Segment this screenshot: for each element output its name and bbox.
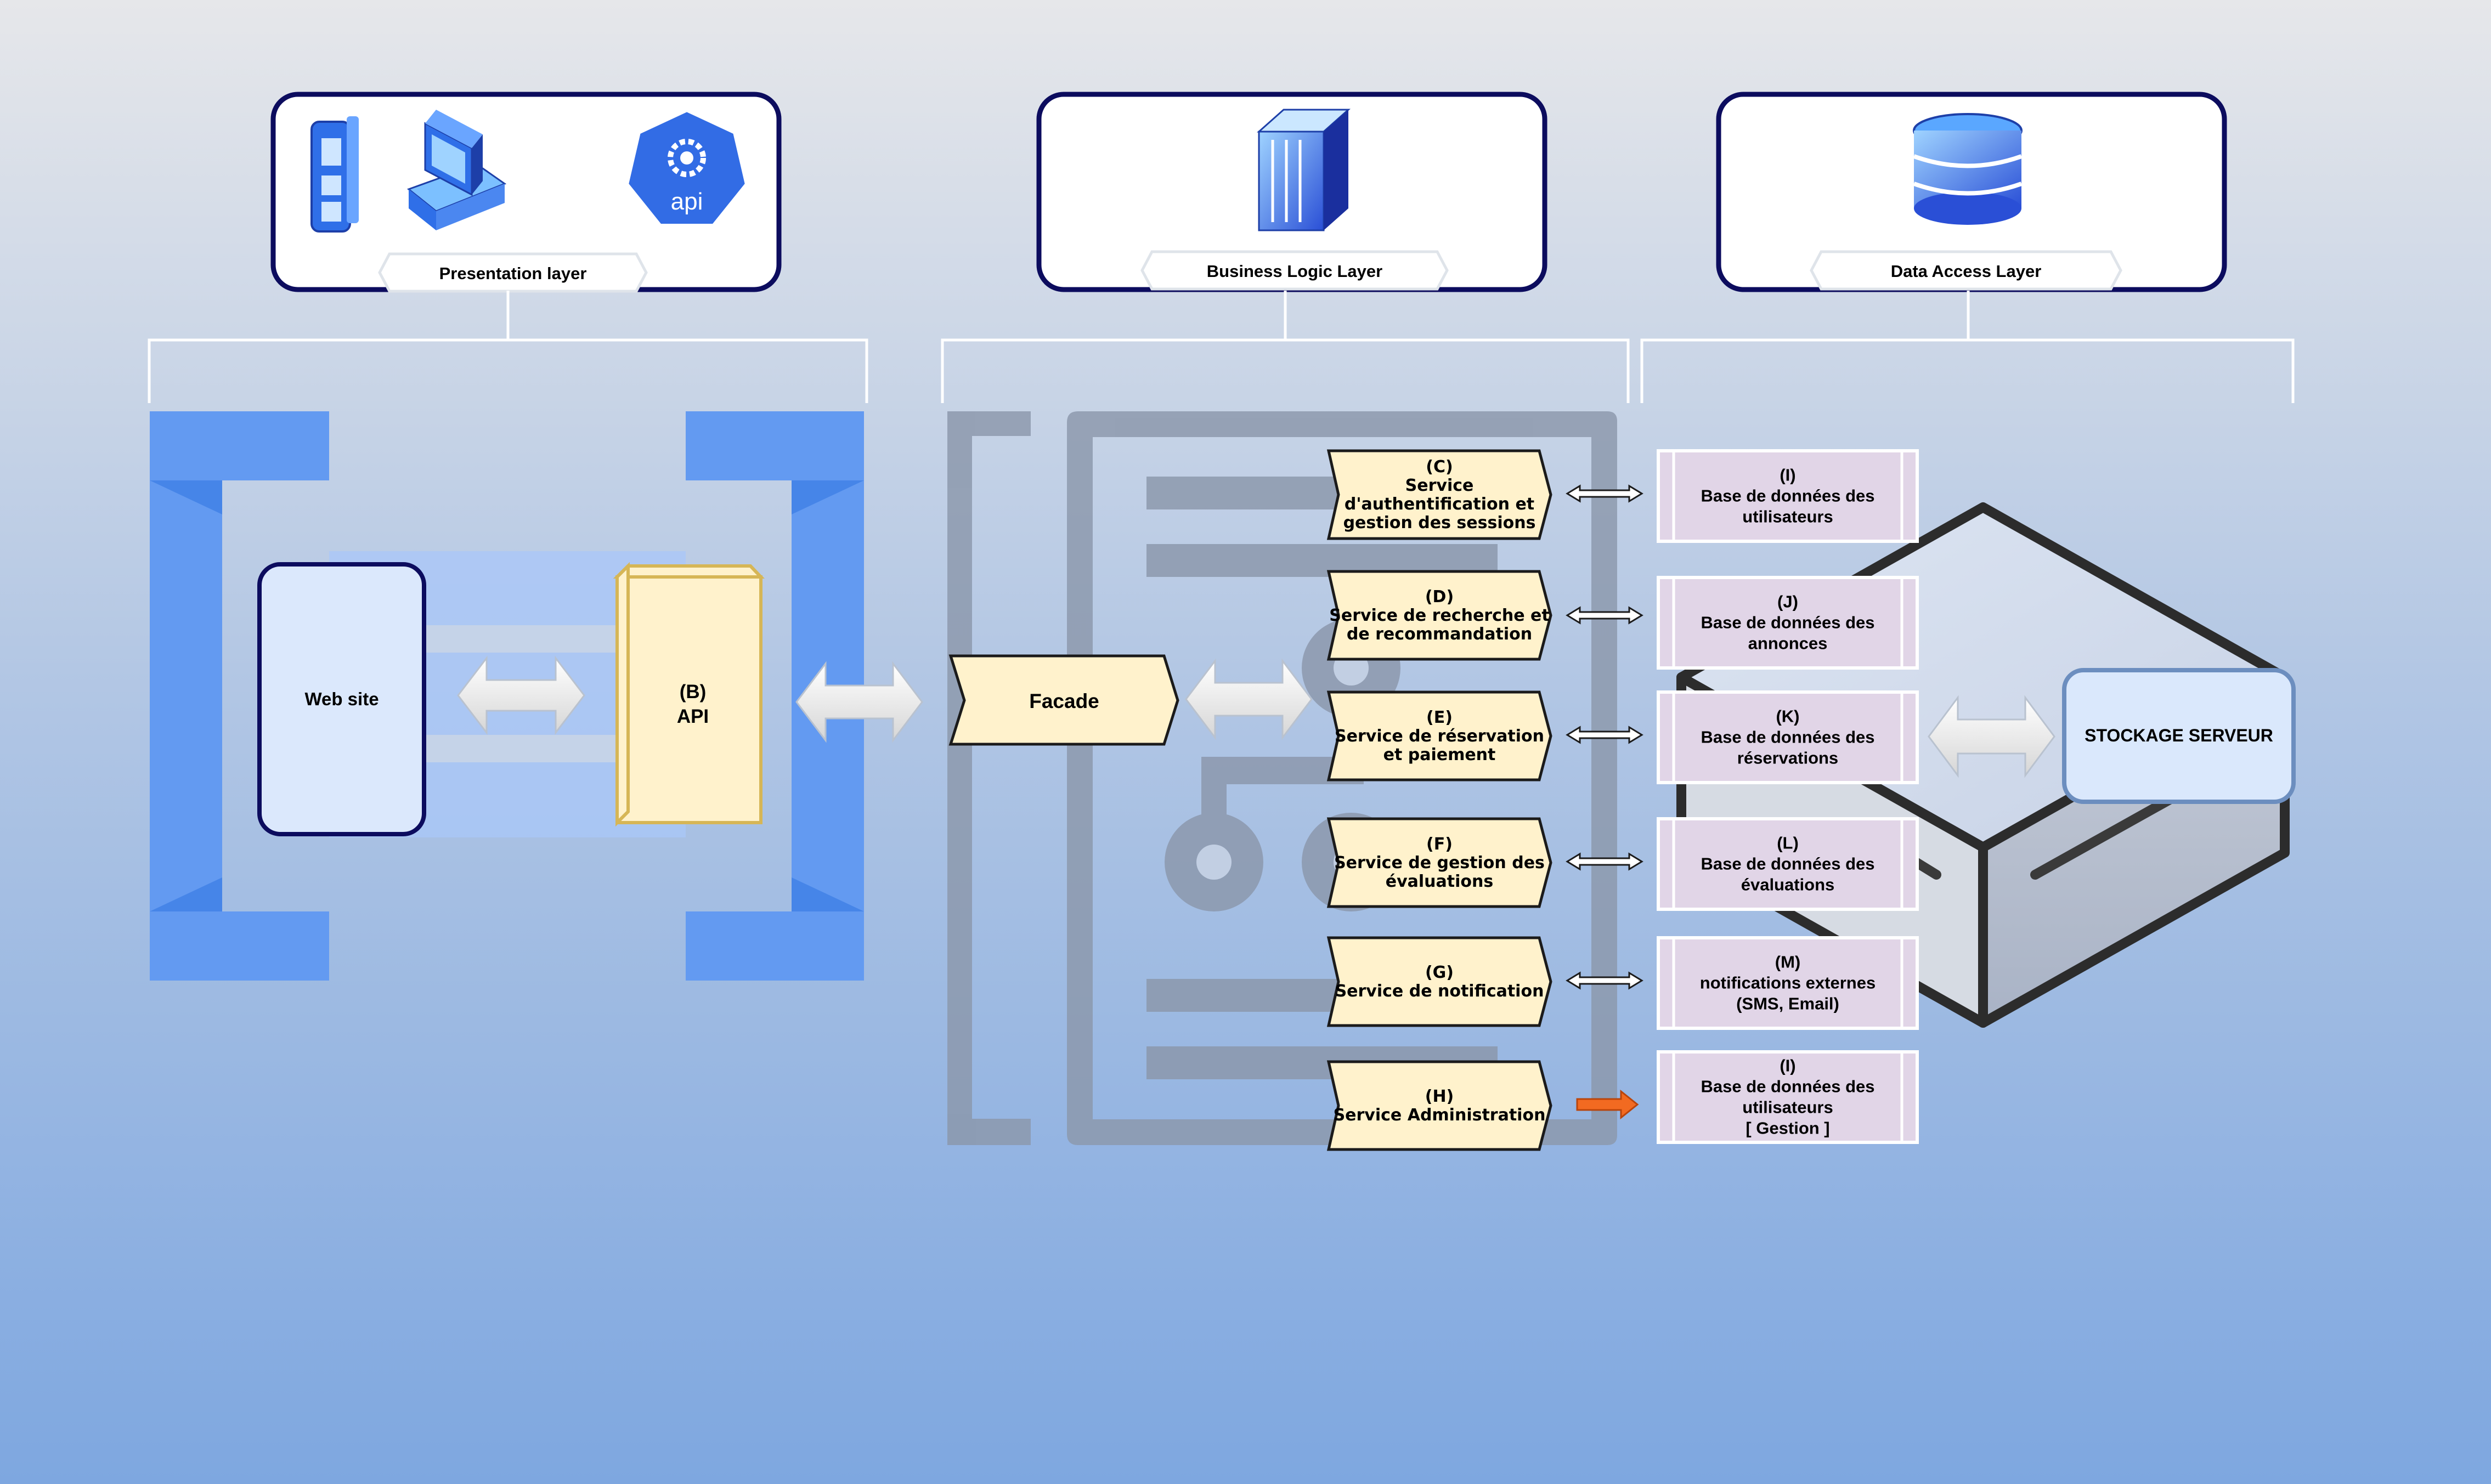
databases-column: (I)Base de données desutilisateurs(J)Bas… bbox=[1657, 449, 1919, 1144]
service-letter: (G) bbox=[1425, 963, 1454, 982]
database-label: utilisateurs bbox=[1742, 1098, 1833, 1117]
website-label: Web site bbox=[304, 689, 379, 709]
database-label: Base de données des bbox=[1701, 1077, 1874, 1096]
database-label: [ Gestion ] bbox=[1746, 1119, 1829, 1138]
service-label: Service bbox=[1405, 476, 1474, 495]
service-label: Service de notification bbox=[1335, 982, 1544, 1001]
business-layer-card: Business Logic Layer bbox=[1036, 92, 1547, 292]
service-label: d'authentification et bbox=[1345, 495, 1534, 514]
database-node[interactable]: (I) Base de données des utilisateurs [ Gest… bbox=[1657, 1050, 1919, 1144]
service-label: évaluations bbox=[1386, 872, 1493, 891]
database-label: Base de données des bbox=[1701, 728, 1874, 747]
desktop-computer-icon bbox=[406, 110, 507, 230]
bidirectional-link-arrow bbox=[1566, 971, 1643, 990]
api-gear-icon: api bbox=[624, 107, 750, 228]
presentation-layer-title: Presentation layer bbox=[439, 264, 587, 283]
db-storage-arrow bbox=[1928, 695, 2055, 778]
database-label: Base de données des bbox=[1701, 486, 1874, 506]
service-db-links bbox=[1566, 484, 1643, 1120]
left-bracket bbox=[150, 411, 329, 981]
database-label: utilisateurs bbox=[1742, 507, 1833, 526]
api-badge-label: api bbox=[671, 188, 703, 215]
database-letter: (I) bbox=[1780, 1056, 1795, 1075]
service-node[interactable]: (G)Service de notification bbox=[1326, 936, 1552, 1027]
business-layer-title: Business Logic Layer bbox=[1207, 262, 1382, 281]
database-letter: (J) bbox=[1777, 592, 1798, 611]
service-label: gestion des sessions bbox=[1343, 513, 1536, 533]
data-access-layer-card: Data Access Layer bbox=[1716, 92, 2227, 292]
service-label: Service de recherche et bbox=[1329, 606, 1549, 625]
database-label: Base de données des bbox=[1701, 854, 1874, 874]
database-node[interactable]: (J) Base de données des annonces bbox=[1657, 576, 1919, 670]
bidirectional-link-arrow bbox=[1566, 484, 1643, 503]
database-node[interactable]: (K) Base de données des réservations bbox=[1657, 690, 1919, 784]
api-label: API bbox=[677, 706, 709, 727]
database-letter: (L) bbox=[1777, 834, 1799, 853]
service-letter: (C) bbox=[1426, 457, 1453, 477]
mobile-phone-icon bbox=[310, 116, 359, 233]
admin-link-arrow bbox=[1576, 1089, 1639, 1120]
server-tower-icon bbox=[1257, 109, 1351, 231]
database-label: notifications externes bbox=[1700, 973, 1876, 993]
bidirectional-link-arrow bbox=[1566, 606, 1643, 625]
storage-label: STOCKAGE SERVEUR bbox=[2085, 726, 2273, 745]
database-label: évaluations bbox=[1741, 875, 1835, 894]
service-letter: (F) bbox=[1426, 835, 1453, 854]
website-node[interactable]: Web site bbox=[257, 562, 426, 836]
service-label: de recommandation bbox=[1347, 625, 1532, 644]
facade-services-arrow bbox=[1185, 658, 1313, 740]
api-letter: (B) bbox=[680, 681, 707, 703]
facade-label: Facade bbox=[1029, 690, 1099, 712]
big-arrows bbox=[457, 655, 2055, 778]
facade-node[interactable]: Facade bbox=[948, 654, 1179, 746]
section-braces bbox=[148, 291, 2295, 403]
website-api-arrow bbox=[457, 655, 585, 735]
storage-server-node[interactable]: STOCKAGE SERVEUR bbox=[2062, 668, 2296, 804]
database-label: annonces bbox=[1748, 634, 1828, 653]
service-label: et paiement bbox=[1383, 745, 1496, 764]
database-label: réservations bbox=[1737, 749, 1838, 768]
service-letter: (D) bbox=[1425, 587, 1454, 607]
database-label: Base de données des bbox=[1701, 613, 1874, 632]
api-node[interactable]: (B) API bbox=[613, 562, 765, 827]
presentation-layer-card: api Presentation layer bbox=[270, 92, 782, 293]
service-label: Service Administration bbox=[1334, 1106, 1546, 1125]
data-access-layer-title: Data Access Layer bbox=[1891, 262, 2042, 281]
database-letter: (M) bbox=[1775, 953, 1800, 972]
service-letter: (E) bbox=[1426, 708, 1453, 727]
service-letter: (H) bbox=[1425, 1087, 1454, 1106]
bidirectional-link-arrow bbox=[1566, 852, 1643, 871]
service-node[interactable]: (H)Service Administration bbox=[1326, 1060, 1552, 1151]
database-letter: (K) bbox=[1776, 707, 1799, 726]
database-letter: (I) bbox=[1780, 466, 1795, 485]
service-label: Service de gestion des bbox=[1334, 853, 1545, 873]
database-label: (SMS, Email) bbox=[1736, 994, 1839, 1013]
bidirectional-link-arrow bbox=[1566, 726, 1643, 744]
database-icon bbox=[1913, 113, 2023, 225]
service-label: Service de réservation bbox=[1335, 727, 1544, 746]
database-node[interactable]: (M)notifications externes(SMS, Email) bbox=[1657, 936, 1919, 1030]
api-facade-arrow bbox=[795, 661, 923, 743]
right-bracket bbox=[686, 411, 864, 981]
